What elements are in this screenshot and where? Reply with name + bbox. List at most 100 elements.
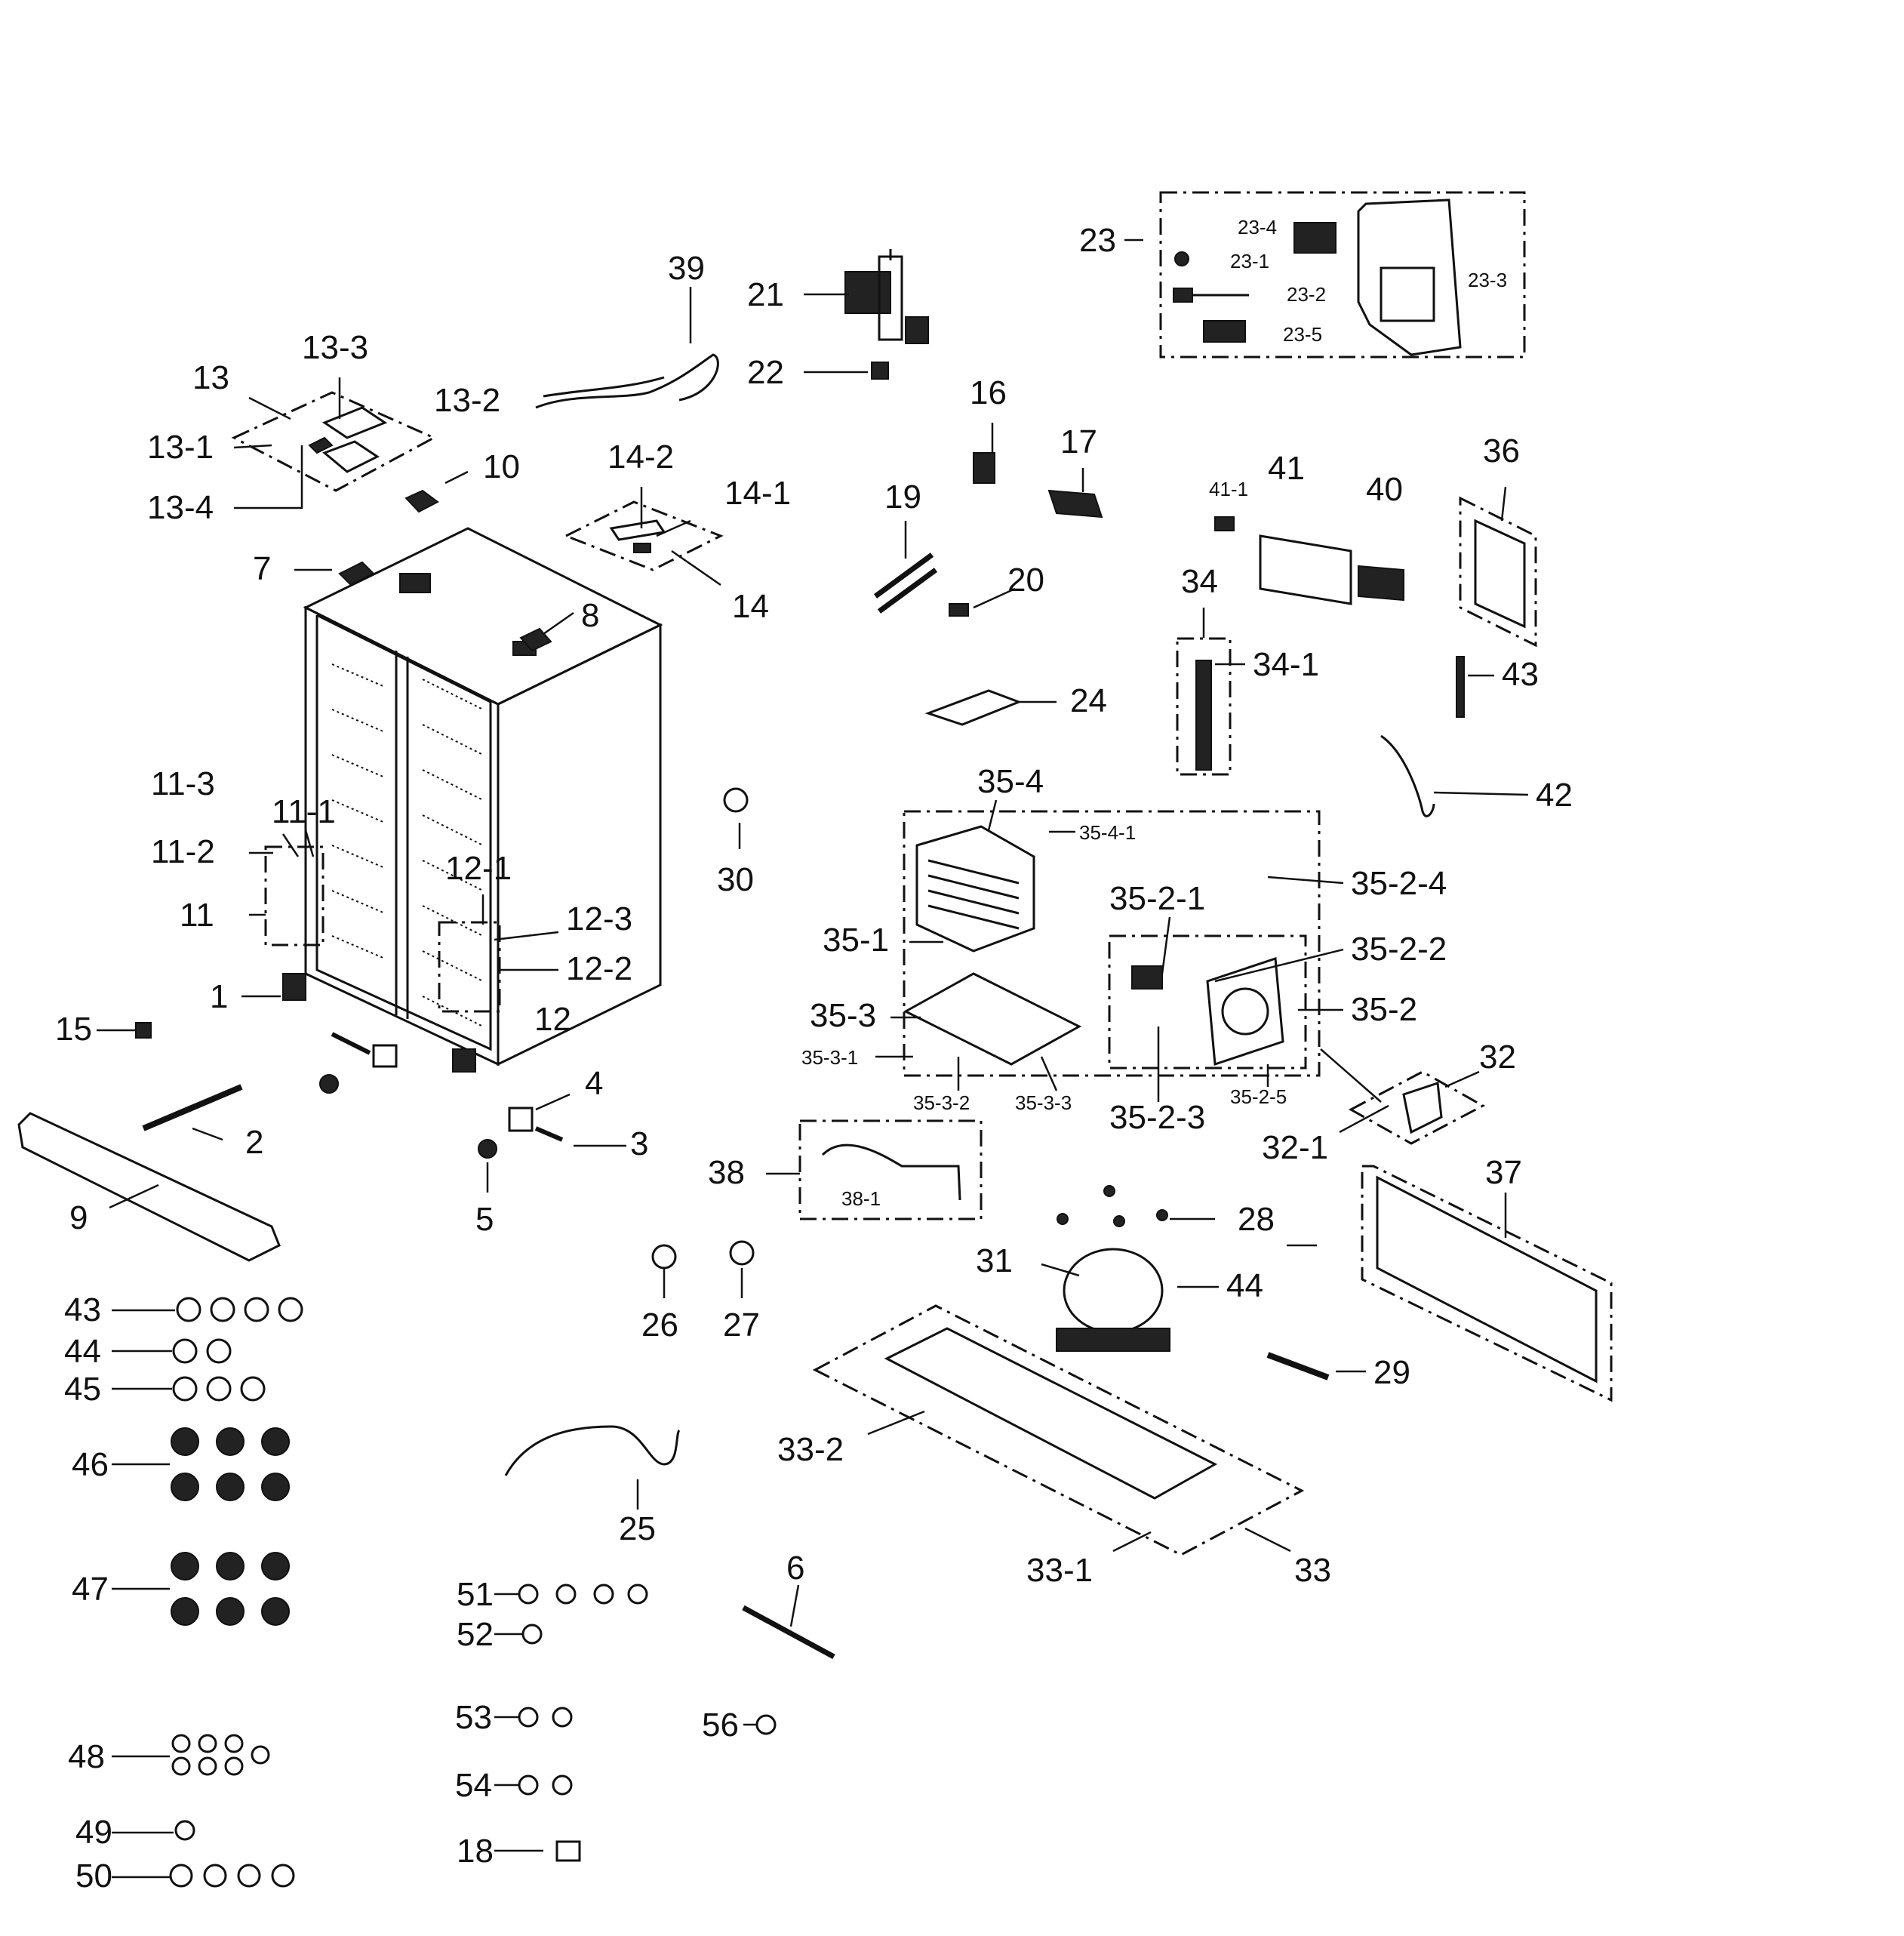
cap-18 — [555, 1840, 581, 1862]
label-27: 27 — [723, 1307, 760, 1344]
label-11-1: 11-1 — [272, 793, 336, 830]
label-34-1: 34-1 — [1253, 646, 1319, 683]
fastener-icons — [169, 1185, 1168, 1888]
group-box-14 — [563, 500, 724, 571]
screw-row-45 — [172, 1376, 266, 1402]
label-35-2-4: 35-2-4 — [1351, 865, 1447, 902]
label-35-4-1: 35-4-1 — [1079, 821, 1136, 844]
screw-56 — [755, 1714, 777, 1735]
label-37: 37 — [1485, 1154, 1522, 1191]
label-31: 31 — [976, 1242, 1013, 1279]
bolt-row-46 — [171, 1427, 290, 1501]
label-35-2-3: 35-2-3 — [1109, 1099, 1205, 1136]
label-39: 39 — [668, 250, 705, 287]
group-box-12 — [438, 921, 501, 1013]
callout-labels: 39 21 22 23 23-4 23-1 23-2 23-5 23-3 13-… — [55, 216, 1573, 1894]
screw-row-44 — [172, 1338, 232, 1364]
label-23-3: 23-3 — [1468, 269, 1507, 291]
screw-52 — [521, 1624, 543, 1645]
label-44: 44 — [64, 1333, 101, 1370]
leader-lines — [97, 239, 1529, 1879]
label-24: 24 — [1070, 682, 1107, 719]
label-50: 50 — [75, 1858, 112, 1894]
screw-row-43 — [176, 1297, 303, 1322]
group-box-33 — [812, 1304, 1305, 1556]
label-32: 32 — [1479, 1039, 1516, 1076]
label-23-2: 23-2 — [1287, 283, 1326, 306]
screw-row-50 — [169, 1864, 295, 1888]
label-13: 13 — [192, 359, 229, 396]
group-box-36 — [1459, 496, 1537, 648]
screw-row-54 — [518, 1774, 573, 1796]
label-10: 10 — [483, 448, 520, 485]
label-48: 48 — [68, 1738, 105, 1775]
label-44-comp: 44 — [1226, 1267, 1263, 1304]
label-12-2: 12-2 — [566, 950, 632, 987]
label-33-2: 33-2 — [777, 1431, 844, 1468]
label-17: 17 — [1060, 423, 1097, 460]
label-11: 11 — [180, 897, 214, 934]
label-29: 29 — [1373, 1354, 1410, 1391]
group-box-34 — [1176, 637, 1232, 776]
label-42: 42 — [1536, 777, 1573, 814]
label-9: 9 — [69, 1199, 88, 1236]
group-box-23 — [1159, 191, 1526, 359]
bolt-row-47 — [171, 1552, 290, 1626]
label-25: 25 — [619, 1510, 656, 1547]
label-13-3: 13-3 — [302, 329, 368, 366]
label-33-1: 33-1 — [1026, 1552, 1093, 1589]
part-shapes — [17, 199, 1598, 1660]
label-56: 56 — [702, 1707, 739, 1744]
label-34: 34 — [1181, 563, 1218, 600]
label-7: 7 — [253, 550, 271, 587]
label-30: 30 — [717, 861, 754, 898]
label-19: 19 — [884, 479, 921, 516]
label-6: 6 — [786, 1550, 804, 1587]
label-3: 3 — [630, 1125, 648, 1162]
group-box-13 — [231, 391, 437, 492]
label-35-3-3: 35-3-3 — [1015, 1091, 1072, 1114]
screw-row-51 — [518, 1584, 648, 1605]
group-box-11 — [264, 845, 325, 946]
group-box-35-2 — [1108, 934, 1307, 1070]
label-49: 49 — [75, 1814, 112, 1851]
label-35-3-2: 35-3-2 — [913, 1091, 970, 1114]
label-43: 43 — [64, 1291, 101, 1328]
label-38: 38 — [708, 1154, 745, 1191]
label-43-rod: 43 — [1502, 656, 1539, 693]
label-21: 21 — [747, 276, 784, 313]
label-11-2: 11-2 — [151, 833, 215, 870]
label-13-2: 13-2 — [434, 382, 500, 419]
label-35-4: 35-4 — [977, 763, 1044, 800]
label-13-1: 13-1 — [147, 429, 214, 466]
label-14-2: 14-2 — [607, 439, 674, 476]
label-35-3-1: 35-3-1 — [801, 1046, 858, 1069]
group-box-37 — [1361, 1165, 1613, 1402]
label-11-3: 11-3 — [151, 765, 215, 802]
label-16: 16 — [970, 374, 1007, 411]
label-13-4: 13-4 — [147, 489, 214, 526]
label-14-1: 14-1 — [724, 475, 791, 512]
screws-28 — [1057, 1185, 1168, 1227]
label-5: 5 — [475, 1201, 494, 1238]
label-14: 14 — [732, 588, 769, 625]
screw-row-48 — [171, 1734, 270, 1776]
label-23: 23 — [1079, 222, 1116, 259]
label-28: 28 — [1238, 1201, 1275, 1238]
label-12-1: 12-1 — [445, 850, 512, 887]
label-12-3: 12-3 — [566, 900, 632, 937]
label-38-1: 38-1 — [841, 1187, 881, 1210]
label-15: 15 — [55, 1011, 92, 1048]
screw-49 — [174, 1820, 195, 1841]
label-35-2-5: 35-2-5 — [1230, 1085, 1287, 1108]
label-18: 18 — [457, 1833, 494, 1870]
label-53: 53 — [455, 1699, 492, 1736]
label-2: 2 — [245, 1124, 263, 1161]
label-20: 20 — [1007, 562, 1044, 599]
label-36: 36 — [1483, 432, 1520, 469]
label-45: 45 — [64, 1371, 101, 1408]
label-23-1: 23-1 — [1230, 250, 1269, 272]
cabinet-body — [303, 527, 663, 1073]
screw-row-53 — [518, 1707, 573, 1728]
